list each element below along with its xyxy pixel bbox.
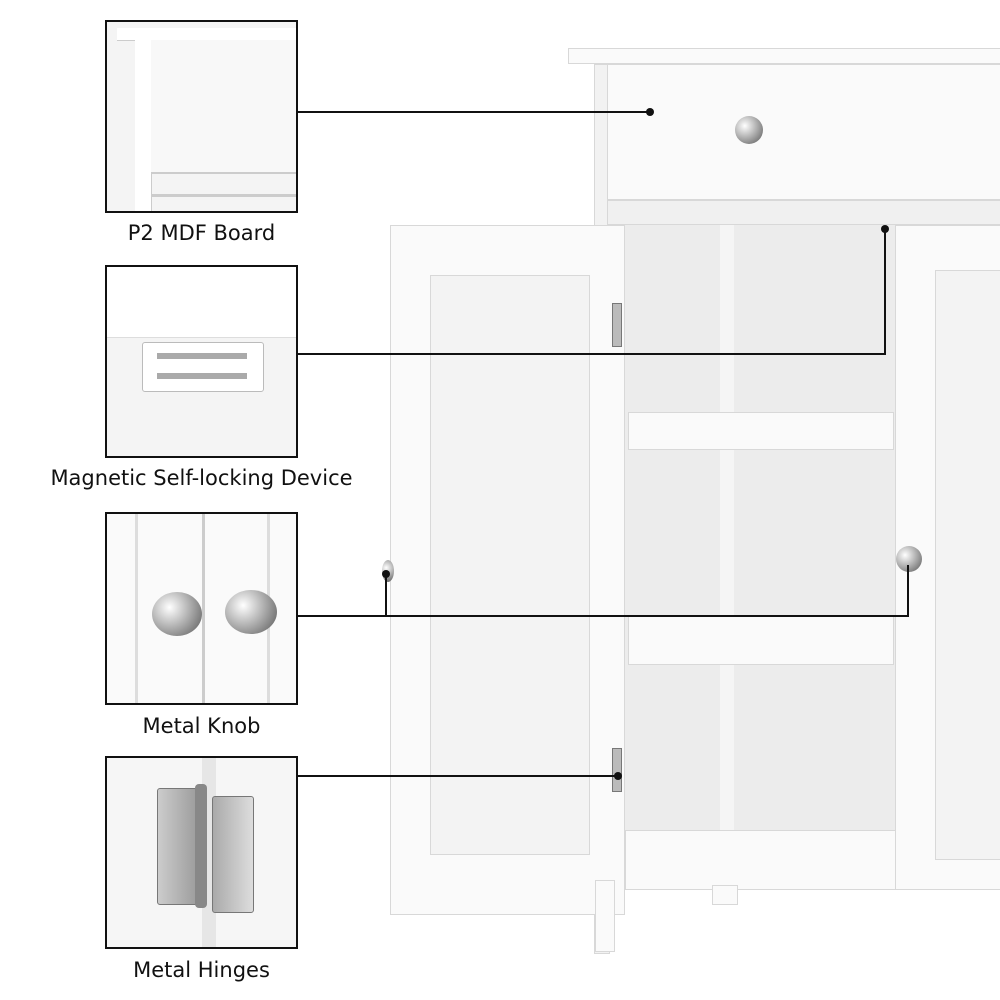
leader-line xyxy=(385,575,387,617)
leader-dot xyxy=(646,108,654,116)
drawer-knob xyxy=(735,116,763,144)
left-door-panel xyxy=(430,275,590,855)
leader-dot xyxy=(614,772,622,780)
callout-label: Metal Hinges xyxy=(133,958,270,982)
leader-line xyxy=(298,775,620,777)
shelf-lower xyxy=(628,615,894,665)
right-door-panel xyxy=(935,270,1000,860)
cabinet-interior xyxy=(625,225,897,885)
shelf-upper xyxy=(628,412,894,450)
callout-label: Magnetic Self-locking Device xyxy=(50,466,353,490)
right-door-knob xyxy=(896,546,922,572)
callout-label: P2 MDF Board xyxy=(127,221,276,245)
hinge-upper xyxy=(612,303,622,347)
drawer-rail xyxy=(607,200,1000,225)
leader-line xyxy=(907,565,909,617)
callout-label: Metal Knob xyxy=(142,714,261,738)
leader-line xyxy=(298,353,886,355)
leader-line xyxy=(298,615,909,617)
magnetic-latch-closeup xyxy=(105,265,298,458)
leader-dot xyxy=(382,570,390,578)
mdf-board-closeup xyxy=(105,20,298,213)
leader-line xyxy=(298,111,650,113)
metal-knob-closeup xyxy=(105,512,298,705)
drawer xyxy=(607,64,1000,200)
interior-divider xyxy=(720,225,734,885)
leg xyxy=(712,885,738,905)
leg xyxy=(595,880,615,952)
hinge-lower xyxy=(612,748,622,792)
leader-line xyxy=(884,230,886,355)
cabinet-top xyxy=(568,48,1000,64)
leader-dot xyxy=(881,225,889,233)
metal-hinge-closeup xyxy=(105,756,298,949)
